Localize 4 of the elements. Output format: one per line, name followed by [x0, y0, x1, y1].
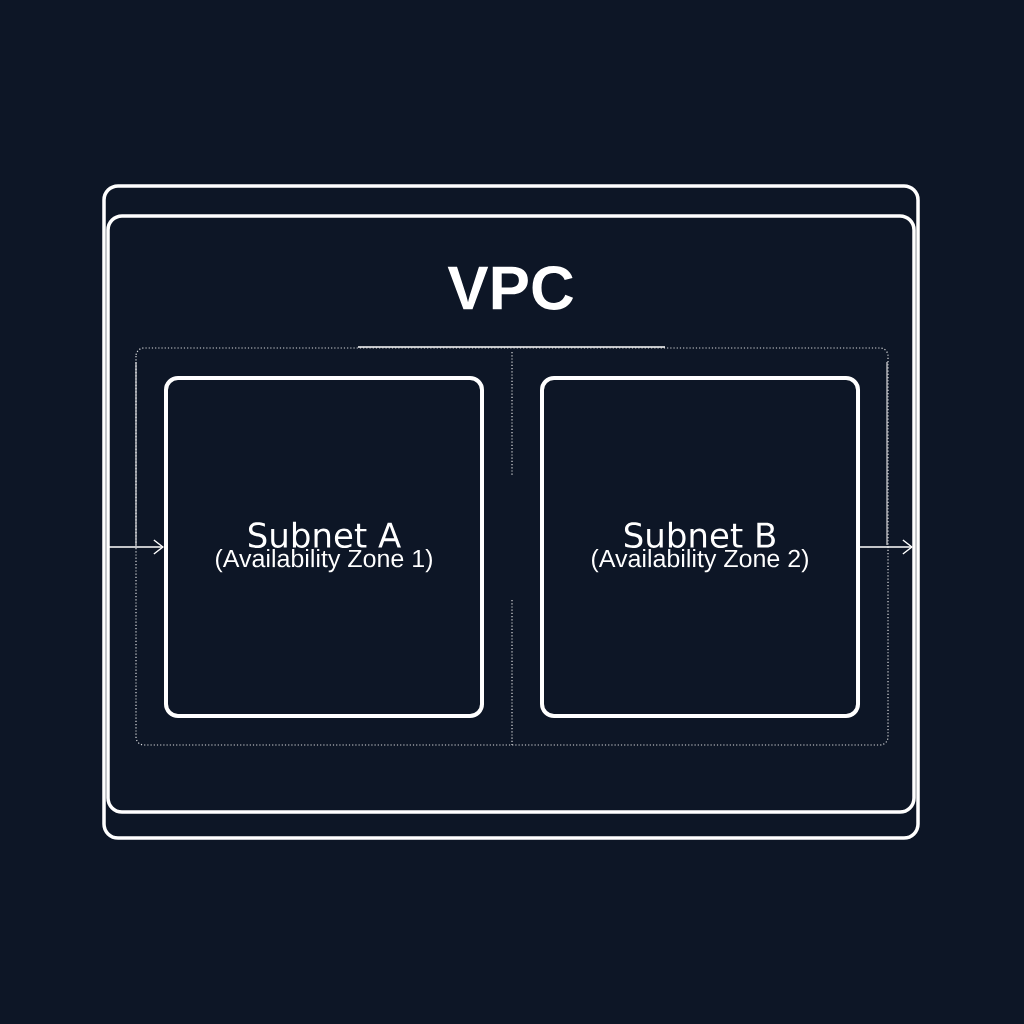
arrow: [859, 539, 914, 555]
subnet-box: Subnet B (Availability Zone 2): [540, 376, 860, 718]
arrow: [107, 539, 164, 555]
subnet-box: Subnet A (Availability Zone 1): [164, 376, 484, 718]
